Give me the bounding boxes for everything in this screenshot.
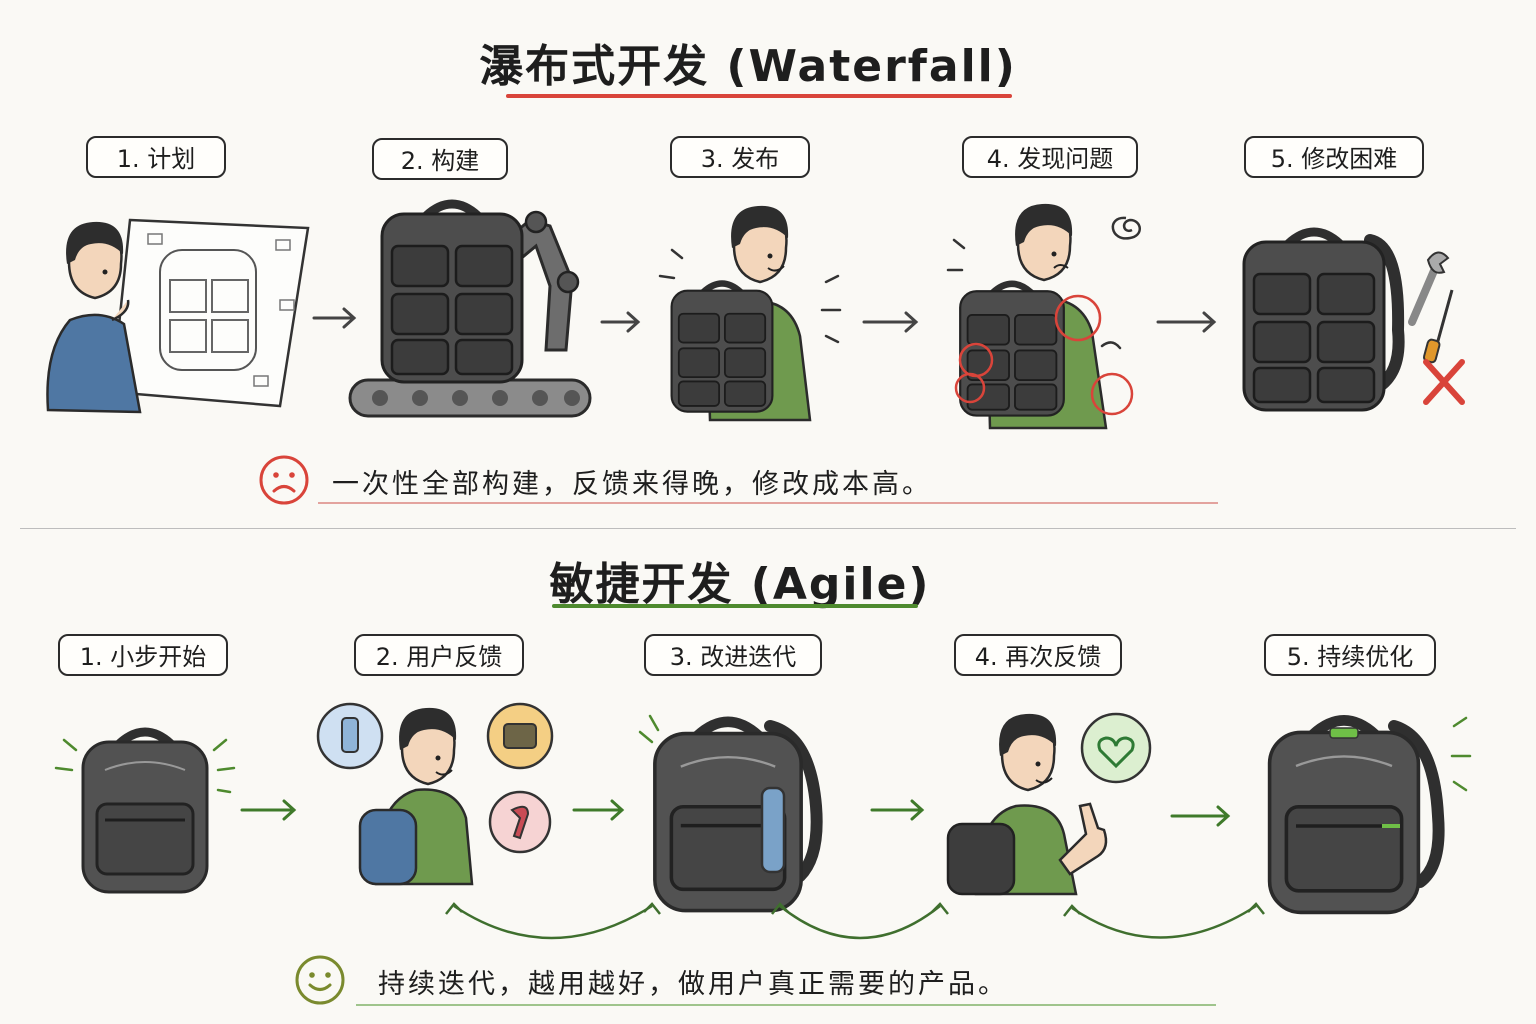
agile-step-1-label: 1. 小步开始 <box>58 634 228 676</box>
agile-title-underline <box>552 604 918 608</box>
waterfall-arrow-3 <box>862 311 919 333</box>
agile-step-5-label: 5. 持续优化 <box>1264 634 1436 676</box>
simple-backpack-illustration <box>54 710 236 890</box>
waterfall-arrow-2 <box>600 311 641 333</box>
improved-backpack-illustration <box>638 714 823 896</box>
problem-discovered-illustration <box>946 202 1141 430</box>
second-feedback-illustration <box>946 712 1152 896</box>
planning-blueprint-illustration <box>46 218 310 414</box>
agile-step-4-label: 4. 再次反馈 <box>954 634 1122 676</box>
waterfall-arrow-4 <box>1156 311 1217 333</box>
waterfall-step-5-label: 5. 修改困难 <box>1244 136 1424 178</box>
waterfall-summary: 一次性全部构建，反馈来得晚，修改成本高。 <box>332 469 932 500</box>
agile-step-2-label: 2. 用户反馈 <box>354 634 524 676</box>
section-divider <box>20 528 1516 529</box>
agile-summary-underline <box>356 1004 1216 1006</box>
agile-summary: 持续迭代，越用越好，做用户真正需要的产品。 <box>378 969 1008 1000</box>
agile-arrow-1 <box>240 799 297 821</box>
agile-title: 敏捷开发 (Agile) <box>549 559 931 610</box>
waterfall-step-2-label: 2. 构建 <box>372 138 508 180</box>
waterfall-summary-underline <box>318 502 1218 504</box>
sad-face-icon <box>259 455 309 505</box>
feedback-loop-arcs <box>445 902 1265 940</box>
waterfall-step-3-label: 3. 发布 <box>670 136 810 178</box>
optimized-backpack-illustration <box>1244 706 1472 898</box>
happy-face-icon <box>295 955 345 1005</box>
user-feedback-illustration <box>316 702 554 886</box>
hard-to-modify-illustration <box>1230 210 1465 420</box>
conveyor-backpack-illustration <box>348 200 592 418</box>
agile-arrow-2 <box>572 799 625 821</box>
release-user-illustration <box>658 204 842 422</box>
waterfall-step-1-label: 1. 计划 <box>86 136 226 178</box>
agile-step-3-label: 3. 改进迭代 <box>644 634 822 676</box>
waterfall-arrow-1 <box>312 307 357 329</box>
waterfall-step-4-label: 4. 发现问题 <box>962 136 1138 178</box>
agile-arrow-4 <box>1170 805 1231 827</box>
agile-arrow-3 <box>870 799 925 821</box>
waterfall-title: 瀑布式开发 (Waterfall) <box>479 41 1017 92</box>
waterfall-title-underline <box>506 94 1012 98</box>
